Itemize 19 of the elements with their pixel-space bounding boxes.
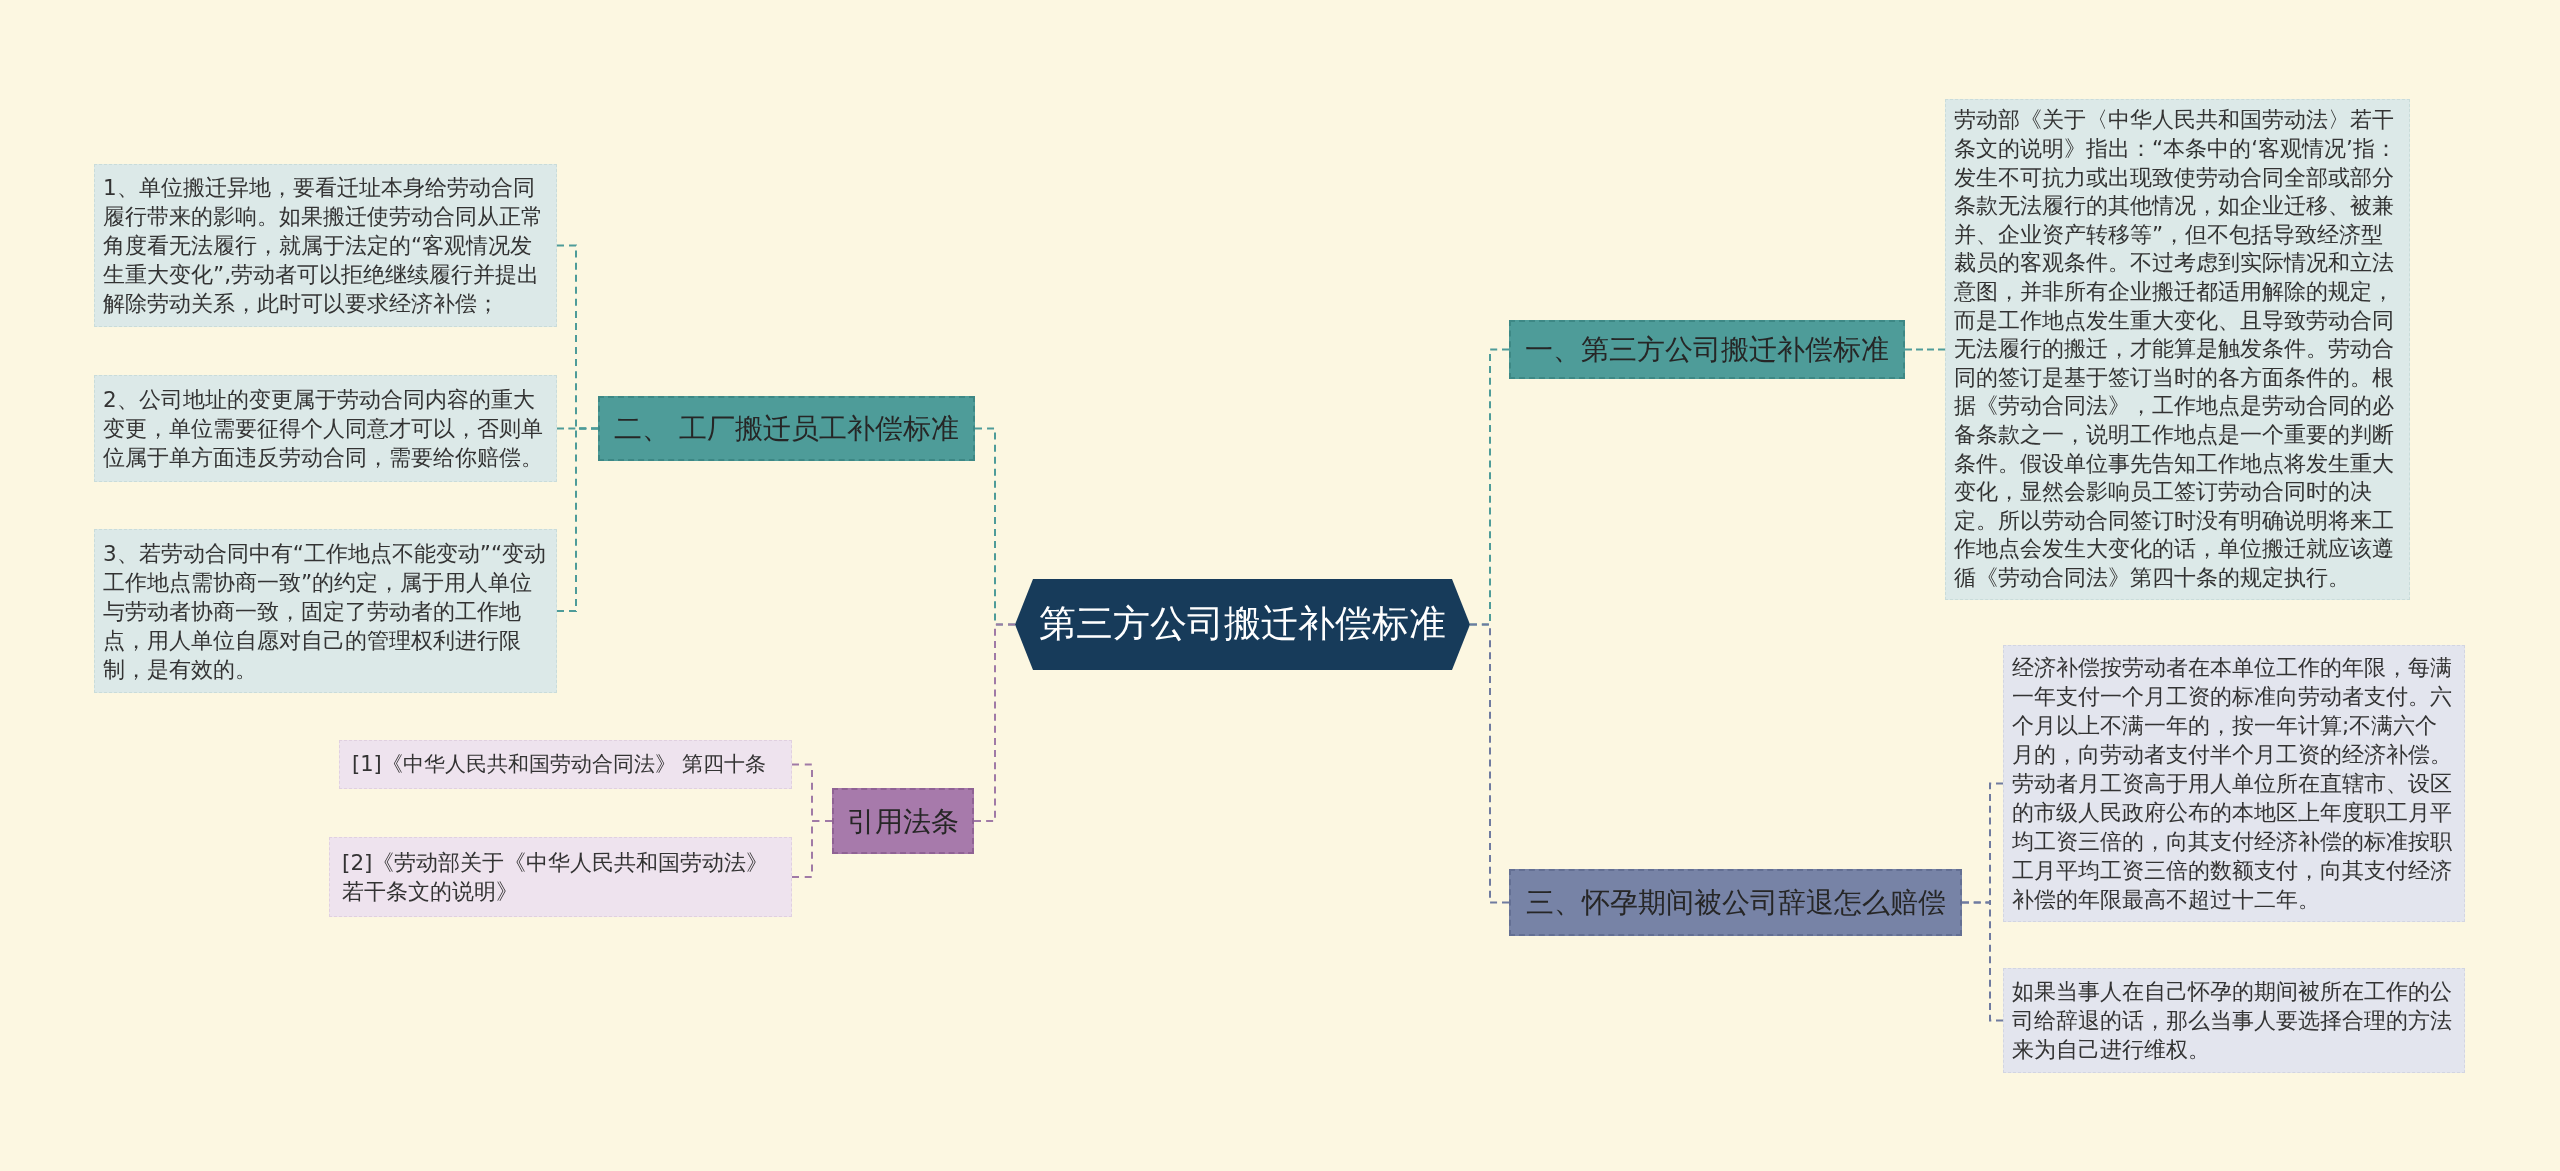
connector-line: [1904, 348, 1946, 351]
note-box: 2、公司地址的变更属于劳动合同内容的重大变更，单位需要征得个人同意才可以，否则单位属于单方面违反劳动合同，需要给你赔偿。: [94, 375, 557, 482]
central-topic: 第三方公司搬迁补偿标准: [1015, 579, 1470, 670]
note-box: 经济补偿按劳动者在本单位工作的年限，每满一年支付一个月工资的标准向劳动者支付。六个月以上不满一年的，按一年计算;不满六个月的，向劳动者支付半个月工资的经济补偿。劳动者月工资高于用人单位所在直辖市、设区的市级人民政府公布的本地区上年度职工月平均工资三倍的，向其支付经济补偿的标准按职工月平均工资三倍的数额支付，向其支付经济补偿的年限最高不超过十二年。: [2003, 645, 2465, 922]
connector-line: [1469, 623, 1510, 904]
note-box: 劳动部《关于〈中华人民共和国劳动法〉若干条文的说明》指出：“本条中的‘客观情况’指：发生不可抗力或出现致使劳动合同全部或部分条款无法履行的其他情况，如企业迁移、被兼并、企业资产转移等”，但不包括导致经济型裁员的客观条件。不过考虑到实际情况和立法意图，并非所有企业搬迁都适用解除的规定，而是工作地点发生重大变化、且导致劳动合同无法履行的搬迁，才能算是触发条件。劳动合同的签订是基于签订当时的各方面条件的。根据《劳动合同法》，工作地点是劳动合同的必备条款之一，说明工作地点是一个重要的判断条件。假设单位事先告知工作地点将发生重大变化，显然会影响员工签订劳动合同时的决定。所以劳动合同签订时没有明确说明将来工作地点会发生大变化的话，单位搬迁就应该遵循《劳动合同法》第四十条的规定执行。: [1945, 99, 2410, 600]
connector-line: [556, 427, 599, 612]
connector-line: [973, 623, 1016, 822]
reference-box: [1]《中华人民共和国劳动合同法》 第四十条: [339, 740, 792, 789]
topic-box: 引用法条: [832, 788, 974, 854]
topic-box: 三、怀孕期间被公司辞退怎么赔偿: [1509, 869, 1962, 936]
topic-box: 二、 工厂搬迁员工补偿标准: [598, 396, 975, 461]
note-box: 3、若劳动合同中有“工作地点不能变动”“变动工作地点需协商一致”的约定，属于用人单位与劳动者协商一致，固定了劳动者的工作地点，用人单位自愿对自己的管理权利进行限制，是有效的。: [94, 529, 557, 693]
connector-line: [791, 820, 833, 878]
note-box: 如果当事人在自己怀孕的期间被所在工作的公司给辞退的话，那么当事人要选择合理的方法来为自己进行维权。: [2003, 968, 2465, 1073]
note-box: 1、单位搬迁异地，要看迁址本身给劳动合同履行带来的影响。如果搬迁使劳动合同从正常角度看无法履行，就属于法定的“客观情况发生重大变化”,劳动者可以拒绝继续履行并提出解除劳动关系，此时可以要求经济补偿；: [94, 164, 557, 327]
topic-box: 一、第三方公司搬迁补偿标准: [1509, 320, 1905, 379]
connector-line: [1961, 901, 2004, 1022]
reference-box: [2]《劳动部关于《中华人民共和国劳动法》若干条文的说明》: [329, 837, 792, 917]
